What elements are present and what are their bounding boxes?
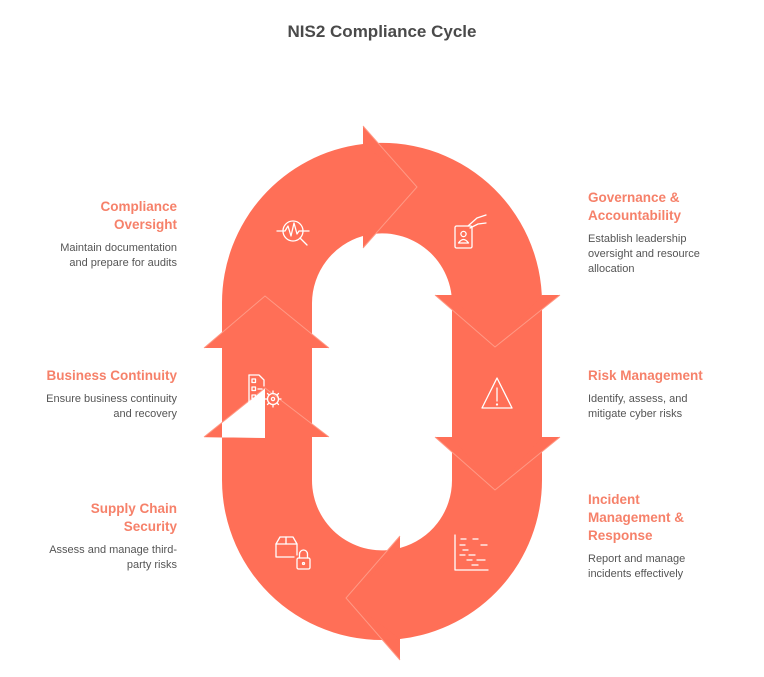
stage-heading: Compliance Oversight	[100, 199, 177, 232]
stage-description: Maintain documentation and prepare for a…	[60, 242, 177, 269]
stage-heading: Governance & Accountability	[588, 190, 682, 223]
stage-governance-accountability: Governance & Accountability Establish le…	[588, 189, 748, 277]
stage-heading: Supply Chain Security	[90, 501, 177, 534]
stage-heading: Incident Management & Response	[588, 492, 685, 543]
checklist-gear-icon	[248, 374, 282, 408]
stage-description: Establish leadership oversight and resou…	[588, 233, 700, 275]
stage-supply-chain-security: Supply Chain Security Assess and manage …	[17, 500, 177, 573]
pulse-magnifier-icon	[276, 220, 310, 246]
package-lock-icon	[275, 536, 311, 570]
timeline-chart-icon	[454, 534, 489, 571]
segment-incident-management	[346, 437, 542, 660]
stage-heading: Business Continuity	[46, 368, 177, 383]
stage-heading: Risk Management	[588, 368, 703, 383]
segment-business-continuity	[204, 296, 329, 437]
warning-triangle-icon	[481, 377, 513, 409]
segment-compliance-oversight	[221, 126, 417, 333]
segment-governance	[363, 142, 560, 347]
segment-supply-chain	[204, 388, 400, 641]
stage-business-continuity: Business Continuity Ensure business cont…	[17, 367, 177, 422]
stage-incident-management: Incident Management & Response Report an…	[588, 491, 748, 582]
stage-compliance-oversight: Compliance Oversight Maintain documentat…	[17, 198, 177, 271]
stage-description: Assess and manage third-party risks	[49, 544, 177, 571]
stage-risk-management: Risk Management Identify, assess, and mi…	[588, 367, 748, 422]
diagram-title: NIS2 Compliance Cycle	[287, 22, 477, 41]
stage-description: Identify, assess, and mitigate cyber ris…	[588, 393, 688, 420]
id-badge-hand-icon	[454, 214, 487, 249]
stage-description: Report and manage incidents effectively	[588, 553, 686, 580]
stage-description: Ensure business continuity and recovery	[46, 393, 177, 420]
